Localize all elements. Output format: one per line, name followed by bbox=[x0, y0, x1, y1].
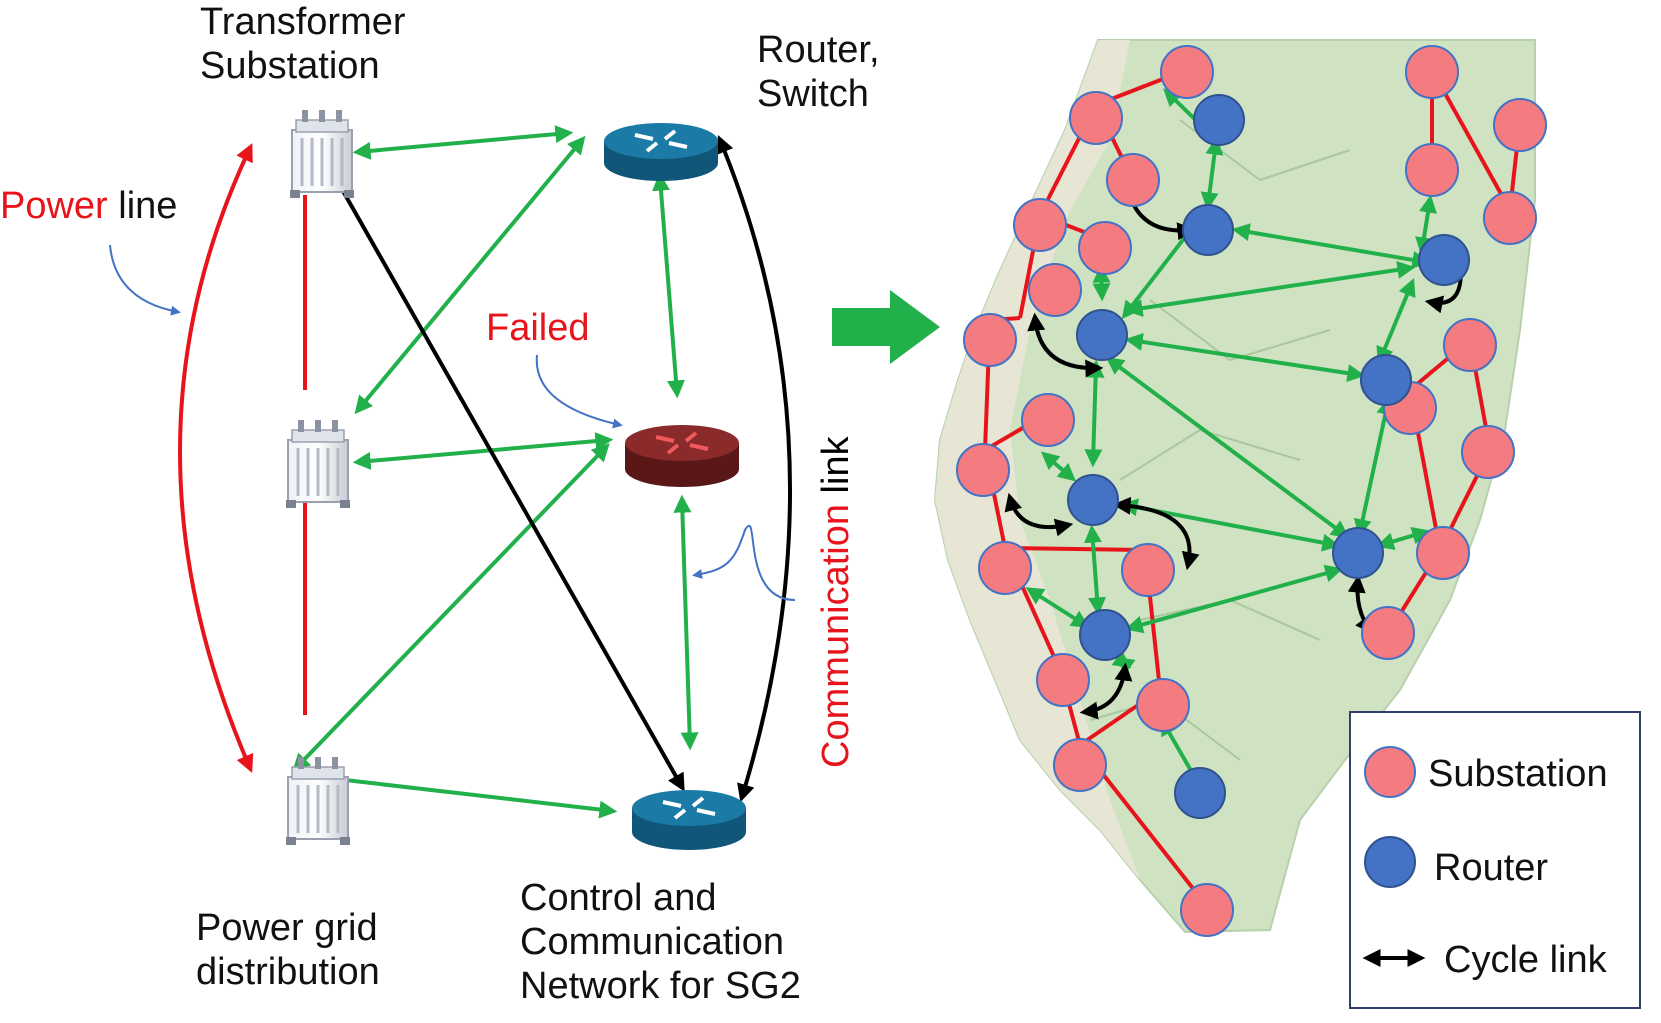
transformer-icon bbox=[284, 418, 352, 510]
power-grid-distribution-label: Power grid distribution bbox=[196, 907, 380, 993]
substation-node bbox=[978, 541, 1032, 595]
legend-substation-label: Substation bbox=[1428, 753, 1608, 795]
comm-link bbox=[352, 125, 574, 160]
router-node bbox=[1067, 474, 1119, 526]
substation-node bbox=[1013, 198, 1067, 252]
substation-node bbox=[1136, 678, 1190, 732]
power-line-arc bbox=[178, 143, 254, 773]
substation-node bbox=[956, 443, 1010, 497]
router-icon bbox=[632, 790, 746, 850]
legend-router-label: Router bbox=[1434, 847, 1549, 889]
substation-node bbox=[1121, 543, 1175, 597]
transformer-icon bbox=[284, 755, 352, 847]
substation-node bbox=[1416, 526, 1470, 580]
comm-link bbox=[652, 172, 685, 399]
substation-node bbox=[1069, 91, 1123, 145]
substation-node bbox=[1361, 606, 1415, 660]
substation-node bbox=[963, 313, 1017, 367]
comm-link bbox=[352, 432, 614, 470]
failed-router-icon bbox=[625, 425, 739, 487]
right-arrow-icon bbox=[832, 290, 940, 364]
substation-node bbox=[1180, 883, 1234, 937]
router-node bbox=[1174, 767, 1226, 819]
link-word: link bbox=[815, 436, 857, 504]
router-switch-label: Router, Switch bbox=[757, 29, 880, 115]
substation-node bbox=[1483, 191, 1537, 245]
failed-label: Failed bbox=[486, 307, 590, 349]
substation-node bbox=[1053, 738, 1107, 792]
left-diagram bbox=[109, 108, 796, 850]
legend bbox=[1349, 711, 1641, 1009]
line-word: line bbox=[107, 185, 178, 227]
substation-node bbox=[1405, 45, 1459, 99]
taiwan-map bbox=[933, 39, 1547, 937]
failed-callout bbox=[535, 354, 623, 429]
communication-word: Communication bbox=[815, 504, 857, 768]
router-node bbox=[1079, 609, 1131, 661]
substation-node bbox=[1028, 263, 1082, 317]
substation-node bbox=[1443, 318, 1497, 372]
power-line-label: Power line bbox=[0, 184, 177, 228]
substation-node bbox=[1160, 45, 1214, 99]
substation-node bbox=[1036, 653, 1090, 707]
power-line-callout bbox=[109, 244, 181, 316]
substation-node bbox=[1021, 393, 1075, 447]
legend-router-swatch bbox=[1364, 836, 1416, 888]
transformer-substation-label: Transformer Substation bbox=[200, 1, 406, 87]
router-icon bbox=[604, 123, 718, 181]
substation-node bbox=[1461, 425, 1515, 479]
power-word: Power bbox=[0, 185, 108, 227]
comm-link bbox=[673, 494, 699, 751]
router-node bbox=[1193, 94, 1245, 146]
substation-node bbox=[1405, 143, 1459, 197]
cycle-link bbox=[332, 172, 685, 792]
routers bbox=[1067, 94, 1470, 819]
router-node bbox=[1076, 309, 1128, 361]
transformer-icon bbox=[288, 108, 356, 200]
substation-node bbox=[1493, 98, 1547, 152]
router-node bbox=[1360, 354, 1412, 406]
substation-node bbox=[1078, 221, 1132, 275]
cycle-link-arc bbox=[716, 135, 792, 803]
router-node bbox=[1332, 527, 1384, 579]
legend-cycle-link-label: Cycle link bbox=[1444, 939, 1607, 981]
substation-node bbox=[1106, 153, 1160, 207]
legend-substation-swatch bbox=[1364, 746, 1416, 798]
router-node bbox=[1418, 234, 1470, 286]
router-node bbox=[1182, 204, 1234, 256]
control-network-label: Control and Communication Network for SG… bbox=[520, 877, 801, 1007]
comm-link-callout bbox=[692, 525, 796, 601]
